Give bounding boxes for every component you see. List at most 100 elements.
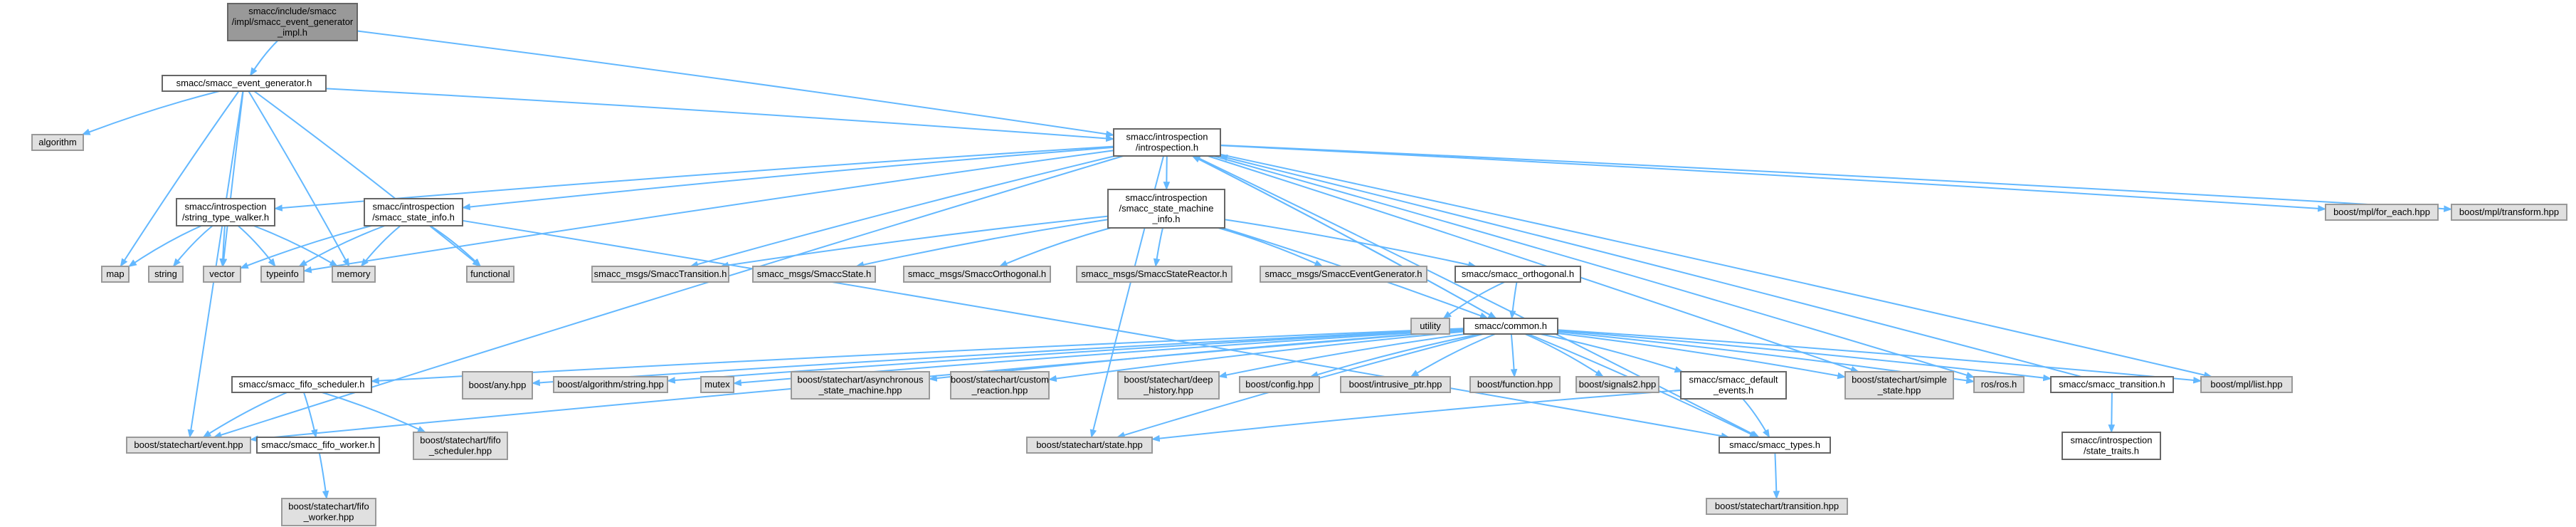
system-header-node: smacc_msgs/SmaccEventGenerator.h	[1260, 266, 1427, 283]
header-file-node[interactable]: smacc/introspection/introspection.h	[1113, 128, 1221, 157]
node-box	[1719, 437, 1831, 454]
system-header-node: boost/statechart/custom_reaction.hpp	[950, 371, 1050, 400]
edge-n1-to-n2	[81, 90, 220, 135]
node-label: smacc/introspection	[185, 202, 267, 212]
node-label: mutex	[704, 379, 730, 390]
node-box	[1463, 318, 1558, 335]
header-file-node[interactable]: smacc/smacc_types.h	[1719, 437, 1831, 454]
node-label: map	[106, 268, 124, 279]
edge-n7-to-n14	[430, 225, 482, 267]
node-label: _history.hpp	[1143, 385, 1193, 396]
system-header-node: boost/statechart/fifo_worker.hpp	[281, 498, 376, 526]
node-label: _impl.h	[277, 27, 307, 38]
node-label: smacc/smacc_fifo_scheduler.h	[238, 379, 364, 390]
node-label: smacc/smacc_default	[1689, 375, 1778, 385]
node-box	[1260, 266, 1427, 283]
node-label: string	[154, 268, 177, 279]
edge-n22-to-n32	[1510, 333, 1518, 378]
node-label: boost/statechart/fifo	[288, 501, 369, 512]
node-box	[752, 266, 876, 283]
root-file-node[interactable]: smacc/include/smacc/impl/smacc_event_gen…	[227, 3, 358, 41]
system-header-node: algorithm	[31, 134, 84, 151]
header-file-node[interactable]: smacc/smacc_fifo_scheduler.h	[231, 376, 372, 393]
node-box	[1680, 371, 1787, 400]
system-header-node: smacc_msgs/SmaccState.h	[752, 266, 876, 283]
system-header-node: boost/algorithm/string.hpp	[553, 376, 668, 393]
system-header-node: boost/statechart/fifo_scheduler.hpp	[413, 432, 508, 460]
system-header-node: boost/any.hpp	[462, 371, 533, 400]
node-label: boost/statechart/state.hpp	[1036, 439, 1143, 450]
edge-n22-to-n3	[1191, 155, 1496, 319]
edge-n34-to-n43	[1742, 398, 1770, 439]
edge-n3-to-n5	[1220, 144, 2453, 212]
edge-n3-to-n7	[461, 146, 1114, 211]
node-box	[2062, 432, 2161, 460]
header-file-node[interactable]: smacc/smacc_default_events.h	[1680, 371, 1787, 400]
node-box	[31, 134, 84, 151]
node-label: boost/statechart/transition.hpp	[1715, 501, 1839, 511]
header-file-node[interactable]: smacc/smacc_transition.h	[2050, 376, 2174, 393]
header-file-node[interactable]: smacc/introspection/smacc_state_info.h	[364, 198, 463, 226]
edge-n7-to-n43	[462, 219, 1730, 439]
node-label: smacc_msgs/SmaccOrthogonal.h	[908, 268, 1046, 279]
edge-n1-to-n9	[120, 90, 240, 268]
system-header-node: map	[101, 266, 130, 283]
node-label: boost/any.hpp	[469, 380, 527, 390]
node-box	[1844, 371, 1954, 400]
node-label: memory	[337, 268, 371, 279]
node-box	[281, 498, 376, 526]
edge-n3-to-n12	[302, 150, 1114, 273]
edge-n37-to-n44	[2108, 392, 2116, 434]
system-header-node: vector	[203, 266, 241, 283]
edge-n3-to-n43	[1193, 155, 1760, 438]
node-label: smacc/smacc_event_generator.h	[176, 78, 312, 88]
edge-n3-to-n8	[1163, 155, 1171, 191]
node-box	[2050, 376, 2174, 393]
node-label: _reaction.hpp	[971, 385, 1028, 396]
system-header-node: utility	[1410, 318, 1450, 335]
edge-n7-to-n13	[360, 225, 401, 267]
system-header-node: boost/signals2.hpp	[1575, 376, 1659, 393]
node-label: /introspection.h	[1136, 142, 1198, 153]
node-label: boost/config.hpp	[1245, 379, 1313, 390]
node-label: boost/algorithm/string.hpp	[557, 379, 664, 390]
node-label: boost/statechart/deep	[1124, 375, 1213, 385]
node-box	[162, 75, 327, 92]
edge-n23-to-n41	[322, 392, 426, 433]
node-label: boost/function.hpp	[1477, 379, 1553, 390]
node-label: boost/statechart/simple	[1852, 375, 1947, 385]
edge-n1-to-n14	[253, 90, 481, 267]
system-header-node: typeinfo	[260, 266, 305, 283]
header-file-node[interactable]: smacc/introspection/string_type_walker.h	[176, 198, 275, 226]
node-label: boost/intrusive_ptr.hpp	[1349, 379, 1442, 390]
edge-n22-to-n24	[531, 328, 1464, 387]
system-header-node: boost/statechart/deep_history.hpp	[1117, 371, 1220, 400]
node-box	[332, 266, 376, 283]
header-file-node[interactable]: smacc/introspection/smacc_state_machine_…	[1107, 189, 1225, 229]
node-box	[950, 371, 1050, 400]
edge-n7-to-n11	[239, 225, 372, 269]
node-box	[203, 266, 241, 283]
edge-n22-to-n37	[1557, 330, 2052, 382]
node-label: boost/mpl/for_each.hpp	[2333, 207, 2430, 217]
node-box	[227, 3, 358, 41]
node-box	[231, 376, 372, 393]
node-label: smacc/introspection	[1126, 132, 1208, 142]
edge-n3-to-n15	[690, 155, 1116, 268]
edge-n6-to-n10	[172, 225, 213, 267]
header-file-node[interactable]: smacc/smacc_event_generator.h	[162, 75, 327, 92]
header-file-node[interactable]: smacc/introspection/state_traits.h	[2062, 432, 2161, 460]
edge-n43-to-n46	[1773, 452, 1780, 500]
edge-n3-to-n38	[1220, 153, 2213, 379]
node-label: smacc/common.h	[1474, 320, 1547, 331]
node-box	[1117, 371, 1220, 400]
edge-n1-to-n11	[220, 90, 244, 268]
node-label: smacc_msgs/SmaccEventGenerator.h	[1265, 268, 1422, 279]
edge-n34-to-n42	[1151, 389, 1682, 442]
header-file-node[interactable]: smacc/smacc_fifo_worker.h	[256, 437, 380, 454]
header-file-node[interactable]: smacc/common.h	[1463, 318, 1558, 335]
system-header-node: functional	[466, 266, 514, 283]
header-file-node[interactable]: smacc/smacc_orthogonal.h	[1455, 266, 1581, 283]
node-box	[1107, 189, 1225, 229]
node-label: smacc/smacc_types.h	[1729, 439, 1820, 450]
